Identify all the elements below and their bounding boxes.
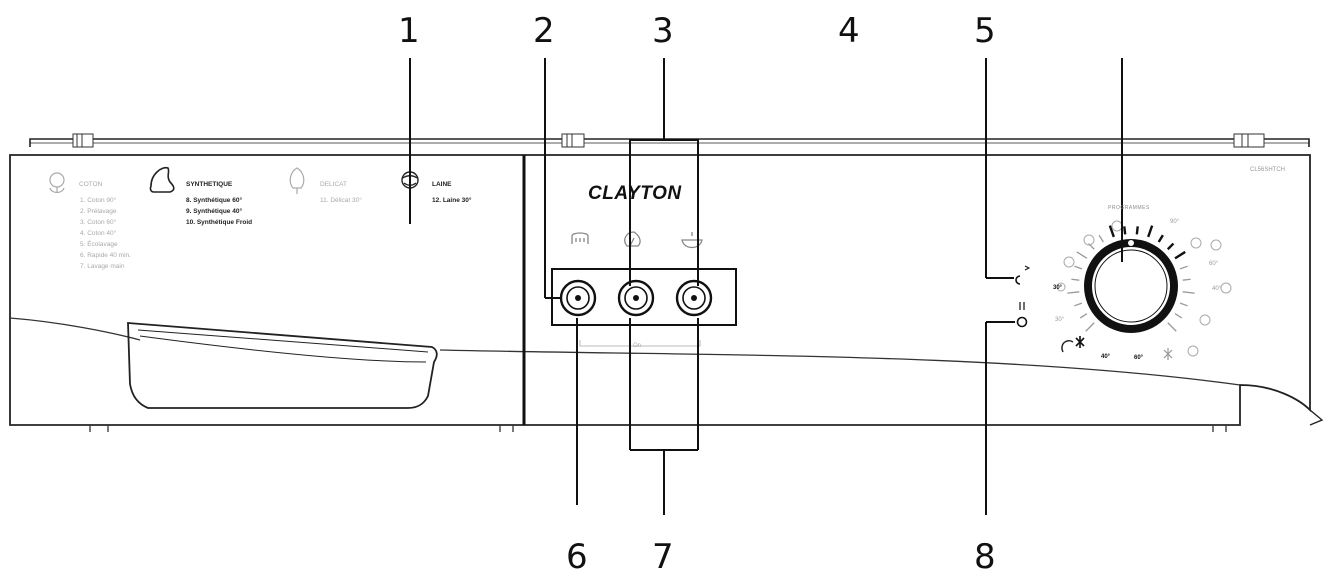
dial-temperature-label: 60°	[1209, 261, 1219, 267]
program-list-synthetique: 8. Synthétique 60° 9. Synthétique 40° 10…	[186, 197, 252, 230]
dial-tick	[1157, 234, 1164, 243]
program-item: 1. Coton 90°	[80, 197, 117, 204]
panel-body	[9, 154, 1324, 426]
category-label-coton: COTON	[79, 181, 103, 188]
start-indicator-icon	[1015, 265, 1031, 285]
dial-tick	[1108, 225, 1115, 238]
dial-tick	[1167, 322, 1177, 332]
rinse-hold-icon	[681, 232, 703, 249]
dial-tick	[1071, 278, 1080, 281]
dial-tick	[1098, 234, 1104, 243]
callout-5: 5	[974, 11, 996, 51]
stain-button[interactable]	[617, 279, 655, 317]
dial-tick	[1074, 302, 1083, 307]
callout-1: 1	[398, 11, 420, 51]
program-list-delicat: 11. Délicat 30°	[320, 197, 362, 204]
program-dial-ticks	[1067, 225, 1195, 332]
rinse-hold-button[interactable]	[675, 279, 713, 317]
program-item: 10. Synthétique Froid	[186, 219, 253, 226]
program-list-coton: 1. Coton 90° 2. Prélavage 3. Coton 60° 4…	[80, 197, 131, 274]
delicate-icon	[289, 167, 305, 194]
dial-temperature-label: 40°	[1212, 286, 1222, 292]
program-item: 3. Coton 60°	[80, 219, 117, 226]
program-item: 7. Lavage main	[80, 263, 125, 270]
program-item: 4. Coton 40°	[80, 230, 117, 237]
callout-3: 3	[652, 11, 674, 51]
brand-logo: CLAYTON	[588, 183, 682, 204]
dial-cold-icon	[1075, 336, 1085, 348]
callout-8: 8	[974, 537, 996, 577]
synthetic-icon	[149, 166, 175, 193]
program-item: 8. Synthétique 60°	[186, 197, 243, 204]
dial-tick	[1174, 313, 1183, 319]
dial-program-icon	[1056, 220, 1232, 357]
callout-7: 7	[652, 537, 674, 577]
program-item: 2. Prélavage	[80, 208, 117, 215]
callout-6: 6	[566, 537, 588, 577]
dial-tick	[1182, 278, 1191, 281]
category-label-synthetique: SYNTHETIQUE	[186, 181, 233, 188]
dial-tick	[1135, 226, 1139, 235]
dial-tick	[1179, 302, 1188, 307]
wash-option-sub-bracket	[579, 340, 701, 347]
dial-tick	[1079, 313, 1088, 319]
dial-temperature-label: 40°	[1101, 354, 1111, 360]
dial-temperature-label: 60°	[1134, 355, 1144, 361]
leader-lines	[409, 58, 1123, 515]
dial-tick	[1076, 251, 1088, 259]
dial-temperature-label: 30°	[1055, 317, 1065, 323]
prewash-icon	[571, 232, 589, 244]
cotton-icon	[49, 172, 65, 194]
dial-tick	[1085, 322, 1095, 332]
category-label-delicat: DELICAT	[320, 181, 347, 188]
dial-tick	[1166, 242, 1175, 251]
dial-tick	[1174, 250, 1186, 260]
lid-hinge	[72, 133, 1265, 148]
dial-tick	[1179, 265, 1188, 270]
program-item: 12. Laine 30°	[432, 197, 472, 204]
program-item: 11. Délicat 30°	[320, 197, 362, 204]
detergent-drawer-handle	[127, 322, 438, 409]
program-item: 6. Rapide 40 min.	[80, 252, 131, 259]
program-selector-dial[interactable]	[1084, 239, 1178, 333]
dial-tick	[1147, 225, 1154, 238]
category-label-laine: LAINE	[432, 181, 452, 188]
dial-temperature-label: 90°	[1170, 219, 1180, 225]
program-item: 9. Synthétique 40°	[186, 208, 243, 215]
bottom-rail	[9, 317, 1241, 432]
callout-2: 2	[533, 11, 555, 51]
dial-temperature-label: 30°	[1053, 285, 1063, 291]
model-number: CL56SHTCH	[1250, 167, 1286, 173]
callout-4: 4	[838, 11, 860, 51]
stain-icon	[624, 231, 641, 247]
dial-tick	[1074, 265, 1083, 270]
program-list-laine: 12. Laine 30°	[432, 197, 471, 204]
wash-option-sub-label: On	[633, 343, 642, 349]
dial-cold-icon	[1163, 348, 1173, 360]
dial-tick	[1067, 291, 1080, 294]
dial-title: PROGRAMMES	[1108, 205, 1150, 211]
prewash-button[interactable]	[559, 279, 597, 317]
dial-spin-icon	[1061, 340, 1074, 353]
program-item: 5. Écolavage	[80, 241, 118, 248]
dial-tick	[1123, 226, 1127, 235]
dial-tick	[1182, 291, 1195, 294]
pause-indicator-icon	[1016, 302, 1028, 328]
